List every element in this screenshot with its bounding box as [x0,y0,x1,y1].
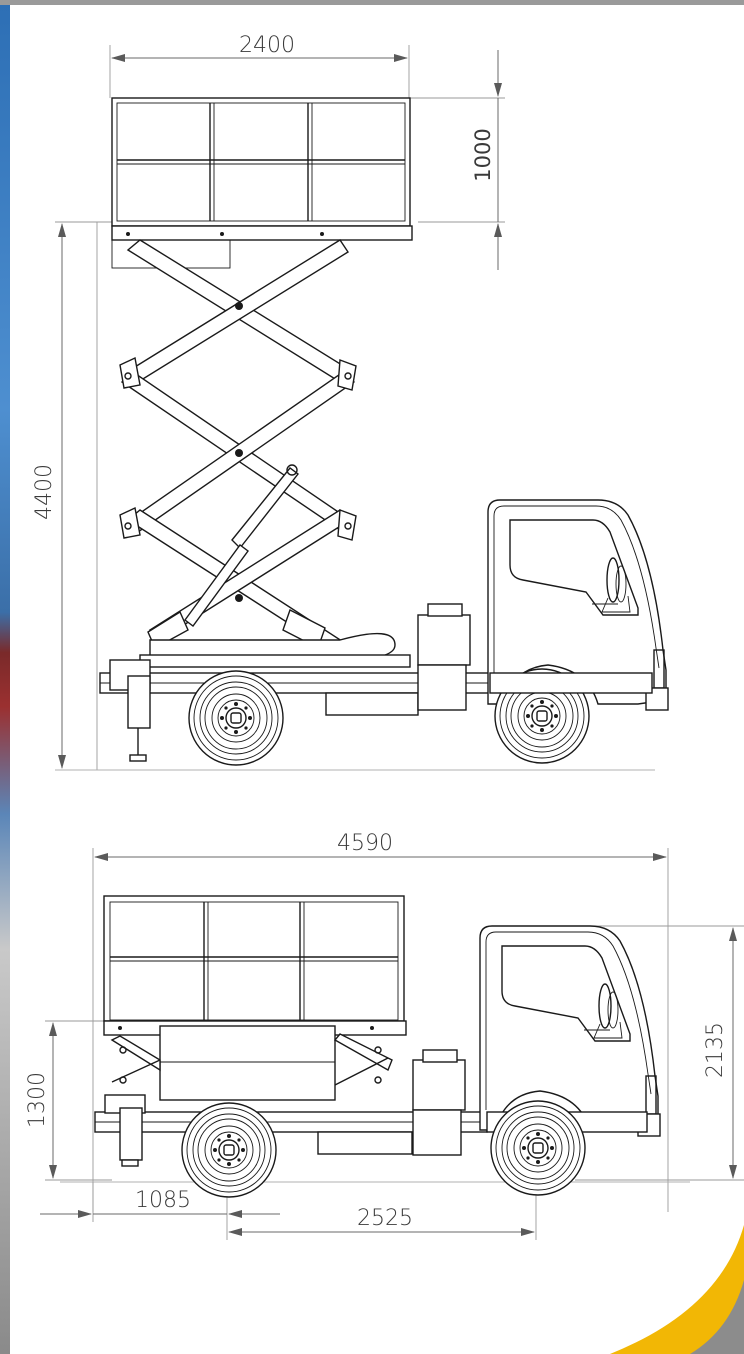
dim-rear-overhang: 1085 [135,1188,191,1213]
dim-height: 2135 [703,1022,728,1078]
corner-accent [610,1225,744,1354]
top-border-bar [0,0,744,5]
dim-max-height: 4400 [32,464,57,520]
cage-raised [111,97,413,269]
left-photo-strip [0,5,10,1354]
dim-wheelbase: 2525 [357,1206,413,1231]
dim-overall-length: 4590 [337,831,393,856]
truck-raised [99,499,669,766]
dim-cage-height: 1000 [471,128,495,181]
lowered-view: 4590 2135 1300 1085 2525 [25,831,744,1240]
dim-platform-width: 2400 [239,33,295,58]
dim-platform-height: 1300 [25,1072,50,1128]
cage-lowered [103,895,407,1036]
scissor-lift [119,239,357,656]
truck-lowered [94,925,661,1198]
raised-view: 2400 1000 4400 [32,33,669,771]
